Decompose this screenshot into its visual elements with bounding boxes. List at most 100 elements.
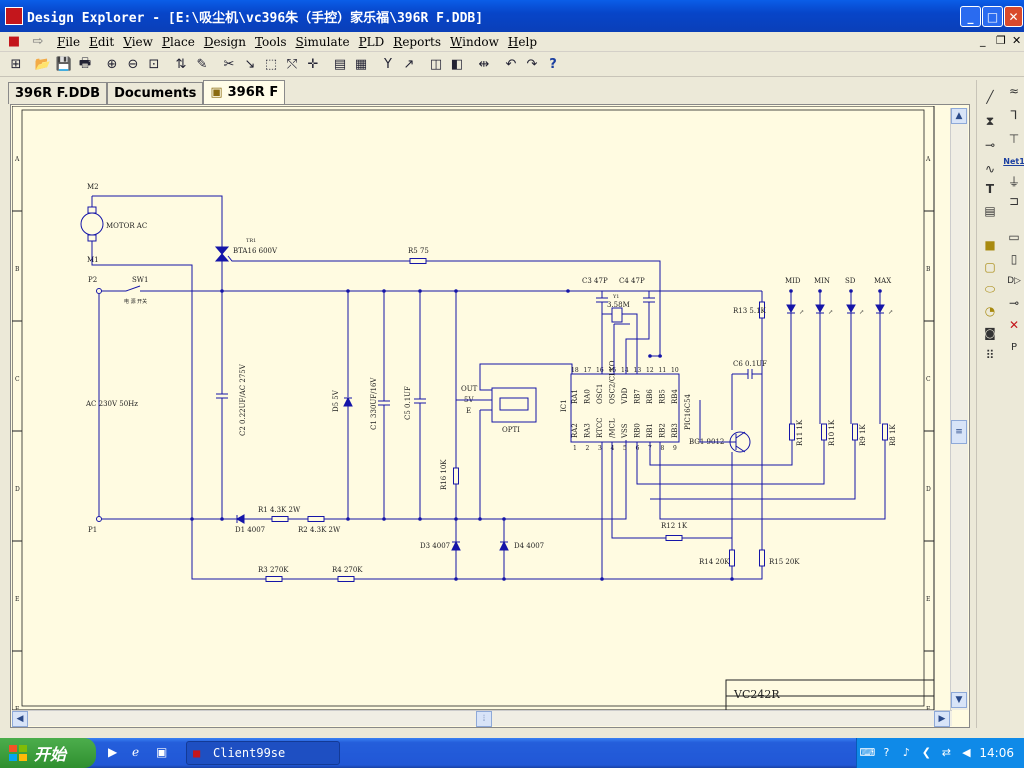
place-sheet-entry-icon[interactable]: ▯ xyxy=(1010,252,1018,266)
tab-schematic-label: 396R F xyxy=(227,85,279,100)
book-edit-icon[interactable]: ◧ xyxy=(450,57,464,72)
grid-letter-right: C xyxy=(926,376,931,383)
place-array-icon[interactable]: ⠿ xyxy=(985,348,995,362)
mdi-minimize-icon[interactable]: _ xyxy=(980,34,986,47)
back-arrow-icon[interactable]: ⇨ xyxy=(32,34,44,49)
add-library-icon[interactable]: ▦ xyxy=(354,57,368,72)
place-part-icon[interactable]: ⧗ xyxy=(985,113,995,128)
mdi-restore-icon[interactable]: ❐ xyxy=(996,34,1006,47)
taskbar-item-client99se[interactable]: ■ Client99se xyxy=(186,741,340,765)
place-sheet-icon[interactable]: ▭ xyxy=(1008,230,1020,244)
scroll-left-button[interactable]: ◀ xyxy=(12,711,28,727)
place-textframe-icon[interactable]: ▤ xyxy=(984,204,996,218)
menu-design[interactable]: Design xyxy=(203,34,246,49)
pcb-layout-icon[interactable]: P xyxy=(1010,341,1018,353)
no-erc-icon[interactable]: ✕ xyxy=(1008,318,1020,332)
maximize-button[interactable]: □ xyxy=(982,6,1003,27)
place-ground-icon[interactable]: ⏚ xyxy=(1007,174,1020,189)
mdi-close-icon[interactable]: ✕ xyxy=(1012,34,1022,47)
book-icon[interactable]: ◫ xyxy=(429,57,443,72)
menu-window[interactable]: Window xyxy=(450,34,499,49)
place-port-icon[interactable]: ⊤ xyxy=(1008,132,1020,146)
help-icon[interactable]: ? xyxy=(549,57,557,72)
place-round-rect-icon[interactable]: ▢ xyxy=(984,260,996,274)
net-label-icon[interactable]: Net1 xyxy=(1003,156,1024,166)
scroll-down-button[interactable]: ▼ xyxy=(951,692,967,708)
scroll-right-button[interactable]: ▶ xyxy=(934,711,950,727)
wand-icon[interactable]: Y xyxy=(384,57,392,72)
zoom-in-icon[interactable]: ⊕ xyxy=(106,57,118,72)
minimize-button[interactable]: _ xyxy=(960,6,981,27)
network-icon[interactable]: ⇄ xyxy=(941,746,952,759)
menu-pld[interactable]: PLD xyxy=(358,34,385,49)
menu-reports[interactable]: Reports xyxy=(393,34,442,49)
scroll-up-button[interactable]: ▲ xyxy=(951,108,967,124)
help-tray-icon[interactable]: ? xyxy=(883,746,890,759)
place-rectangle-icon[interactable]: ■ xyxy=(984,238,996,252)
place-pie-icon[interactable]: ◔ xyxy=(984,304,996,318)
place-ellipse-icon[interactable]: ⬭ xyxy=(984,281,996,296)
zoom-fit-icon[interactable]: ⊡ xyxy=(148,57,160,72)
place-io-port-icon[interactable]: D▷ xyxy=(1007,276,1021,286)
vertical-scroll-thumb[interactable]: ≡ xyxy=(951,420,967,444)
tray-expand-icon[interactable]: ❮ xyxy=(921,746,932,759)
cut-icon[interactable]: ✂ xyxy=(223,57,235,72)
label-ic1: IC1 xyxy=(560,399,568,412)
place-bus-icon[interactable]: ≈ xyxy=(1008,84,1020,98)
hierarchy-icon[interactable]: ⇅ xyxy=(175,57,187,72)
horizontal-scroll-thumb[interactable]: ⦙ xyxy=(476,711,492,727)
menu-view[interactable]: View xyxy=(123,34,153,49)
place-bus-entry-icon[interactable]: ⅂ xyxy=(1010,108,1018,122)
zoom-out-icon[interactable]: ⊖ xyxy=(127,57,139,72)
undo-icon[interactable]: ↶ xyxy=(505,57,517,72)
save-icon[interactable]: 💾 xyxy=(55,57,73,72)
place-power-port-icon[interactable]: ⊐ xyxy=(1008,194,1020,208)
open-icon[interactable]: 📂 xyxy=(34,57,52,72)
place-pin-icon[interactable]: ⊸ xyxy=(1008,296,1020,310)
move-icon[interactable]: ✛ xyxy=(307,57,319,72)
vertical-scrollbar[interactable]: ▲ ≡ ▼ xyxy=(950,108,968,710)
select-area-icon[interactable]: ⬚ xyxy=(264,57,278,72)
volume-icon[interactable]: ◀ xyxy=(962,746,971,759)
junction xyxy=(382,517,386,521)
pencil-icon[interactable]: ✎ xyxy=(196,57,208,72)
label-r16: R16 10K xyxy=(440,459,448,490)
menu-edit[interactable]: Edit xyxy=(89,34,115,49)
desktop-icon[interactable]: ▣ xyxy=(156,745,168,759)
menu-place[interactable]: Place xyxy=(161,34,195,49)
document-menu-icon[interactable]: ■ xyxy=(7,34,21,49)
menu-file[interactable]: File xyxy=(57,34,81,49)
browse-library-icon[interactable]: ▤ xyxy=(333,57,347,72)
place-text-icon[interactable]: T xyxy=(985,182,995,196)
tab-schematic[interactable]: ▣ 396R F xyxy=(203,80,286,104)
ie-icon[interactable]: ℯ xyxy=(132,745,140,759)
label-opti: OPTI xyxy=(502,426,520,434)
label-r4: R4 270K xyxy=(332,566,363,574)
media-player-icon[interactable]: ▶ xyxy=(108,745,118,759)
start-button[interactable]: 开始 xyxy=(0,738,96,768)
print-icon[interactable]: 🖶 xyxy=(78,55,92,71)
tab-ddb[interactable]: 396R F.DDB xyxy=(8,82,108,104)
place-junction-icon[interactable]: ⊸ xyxy=(984,138,996,152)
place-arc-icon[interactable]: ∿ xyxy=(984,162,996,176)
design-manager-icon[interactable]: ⊞ xyxy=(10,57,22,72)
menu-help[interactable]: Help xyxy=(507,34,538,49)
highlight-icon[interactable]: ↗ xyxy=(403,57,415,72)
tab-documents[interactable]: Documents xyxy=(107,82,204,104)
deselect-icon[interactable]: ⤲ xyxy=(286,57,298,72)
probe-icon[interactable]: ↘ xyxy=(244,57,256,72)
menu-simulate[interactable]: Simulate xyxy=(295,34,350,49)
redo-icon[interactable]: ↷ xyxy=(526,57,538,72)
align-icon[interactable]: ⇹ xyxy=(478,57,490,72)
place-image-icon[interactable]: ◙ xyxy=(984,326,996,340)
close-button[interactable]: ✕ xyxy=(1004,6,1023,27)
place-wire-icon[interactable]: ╱ xyxy=(986,90,994,104)
sound-icon[interactable]: ♪ xyxy=(902,746,910,759)
menu-tools[interactable]: Tools xyxy=(254,34,287,49)
keyboard-icon[interactable]: ⌨ xyxy=(859,746,876,759)
label-y1: Y1 xyxy=(612,294,619,300)
horizontal-scrollbar[interactable]: ◀ ⦙ ▶ xyxy=(12,710,952,727)
wiring-tools-palette: ╱ ≈ ⧗ ⅂ ⊸ ⊤ ∿ Net1 T ⏚ ▤ ⊐ ■ ▭ ▢ ▯ ⬭ D▷ … xyxy=(976,80,1024,728)
